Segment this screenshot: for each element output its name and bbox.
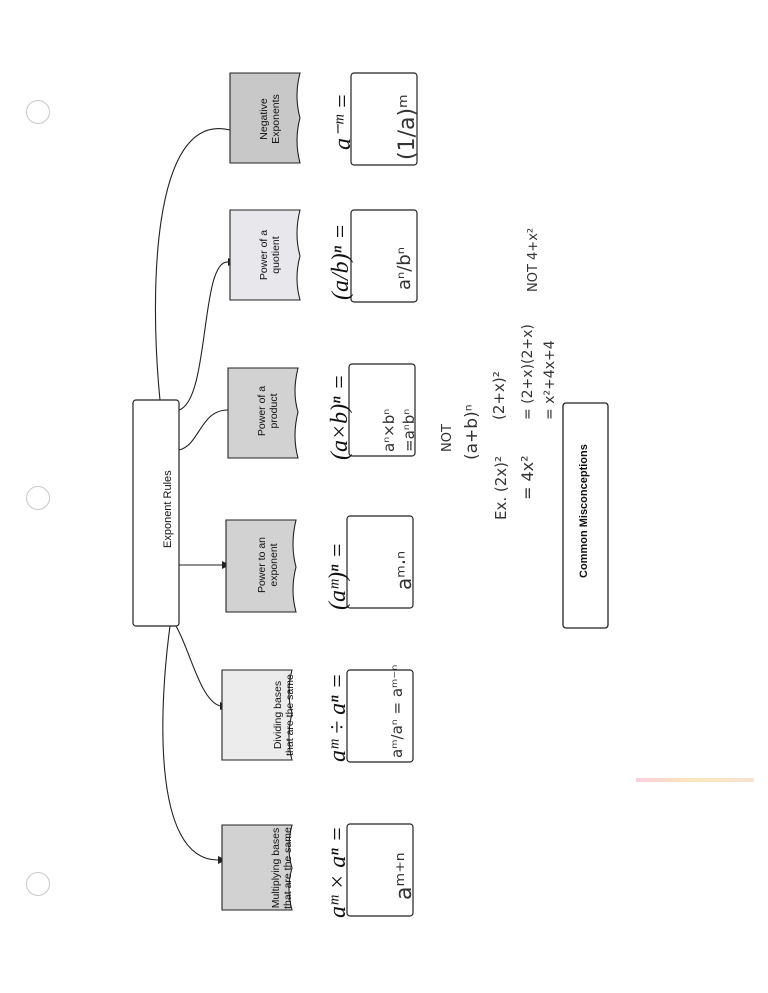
- rule-title-divide-line1: Dividing bases: [272, 680, 284, 750]
- binder-hole-middle: [26, 486, 50, 510]
- formula-divide: aᵐ ÷ aⁿ =: [325, 673, 351, 762]
- highlighter-mark: [636, 778, 754, 782]
- formula-multiply: aᵐ × aⁿ =: [325, 826, 351, 918]
- note-a-plus-b: (a+b)ⁿ: [462, 404, 482, 461]
- answer-power-exponent: aᵐ·ⁿ: [392, 550, 416, 590]
- answer-power-product: aⁿ×bⁿ: [380, 408, 398, 452]
- rule-box-divide: [221, 669, 293, 761]
- rule-title-negative: Negative Exponents: [258, 76, 282, 162]
- answer-box-negative: [350, 72, 418, 166]
- rule-box-power-quotient: [229, 209, 301, 301]
- rule-title-power-quotient-line2: quotient: [270, 236, 282, 274]
- rule-box-power-product: [227, 367, 299, 459]
- note-binomial-result: = x²+4x+4: [542, 340, 558, 420]
- answer-box-power-quotient: [350, 209, 418, 303]
- connector-multiply: [162, 625, 219, 861]
- rule-title-power-exponent: Power to an exponent: [256, 522, 280, 608]
- rule-title-power-product-line1: Power of a: [256, 385, 268, 437]
- rule-title-power-quotient: Power of a quotient: [258, 212, 282, 298]
- connector-divide: [175, 625, 221, 707]
- answer-negative: (1/a)ᵐ: [395, 94, 420, 160]
- formula-negative: a⁻ᵐ =: [330, 93, 356, 150]
- rule-title-power-exponent-line2: exponent: [268, 543, 280, 587]
- answer-box-multiply: [346, 823, 414, 917]
- note-not-wrong: NOT 4+x²: [526, 227, 541, 292]
- answer-box-power-product: [348, 363, 416, 457]
- rule-title-negative-line2: Exponents: [270, 94, 282, 144]
- rule-title-divide: Dividing bases that are the same: [272, 672, 296, 758]
- connector-power-quotient: [178, 261, 229, 411]
- rule-title-power-quotient-line1: Power of a: [258, 229, 270, 281]
- note-example: Ex. (2x)²: [492, 455, 510, 520]
- misconceptions-box: [562, 402, 609, 629]
- answer-divide: aᵐ/aⁿ = aᵐ⁻ⁿ: [388, 664, 406, 758]
- answer-multiply: aᵐ⁺ⁿ: [392, 852, 417, 900]
- note-not: NOT: [440, 424, 455, 452]
- connectors: [154, 127, 231, 861]
- rule-title-power-exponent-line1: Power to an: [256, 536, 268, 594]
- root-box: [132, 399, 180, 627]
- rule-box-negative: [229, 72, 301, 164]
- rule-title-power-product-line2: product: [268, 393, 280, 429]
- formula-power-product: (a×b)ⁿ =: [327, 374, 353, 460]
- formula-power-quotient: (a/b)ⁿ =: [328, 223, 354, 300]
- rule-title-multiply-line2: that are the same: [282, 827, 294, 909]
- binder-hole-top: [26, 100, 50, 124]
- rule-title-power-product: Power of a product: [256, 368, 280, 454]
- rule-title-divide-line2: that are the same: [284, 674, 296, 756]
- connector-power-product: [178, 409, 229, 451]
- answer-box-divide: [346, 669, 414, 763]
- note-binomial-expand: = (2+x)(2+x): [520, 324, 536, 420]
- rule-title-multiply-line1: Multiplying bases: [270, 827, 282, 909]
- answer-power-quotient: aⁿ/bⁿ: [394, 247, 415, 290]
- connector-negative: [154, 127, 231, 401]
- answer-box-power-exponent: [346, 515, 414, 609]
- root-label: Exponent Rules: [162, 470, 174, 548]
- formula-power-exponent: (aᵐ)ⁿ =: [325, 542, 351, 610]
- misconceptions-label: Common Misconceptions: [578, 444, 590, 578]
- rule-title-multiply: Multiplying bases that are the same: [270, 826, 294, 910]
- answer-power-product-simplified: =aⁿbⁿ: [400, 408, 418, 452]
- note-binomial: (2+x)²: [490, 371, 508, 420]
- binder-hole-bottom: [26, 872, 50, 896]
- rule-title-negative-line1: Negative: [258, 98, 270, 140]
- rule-box-power-exponent: [225, 519, 297, 613]
- note-example-result: = 4x²: [518, 455, 537, 500]
- rule-box-multiply: [221, 824, 293, 911]
